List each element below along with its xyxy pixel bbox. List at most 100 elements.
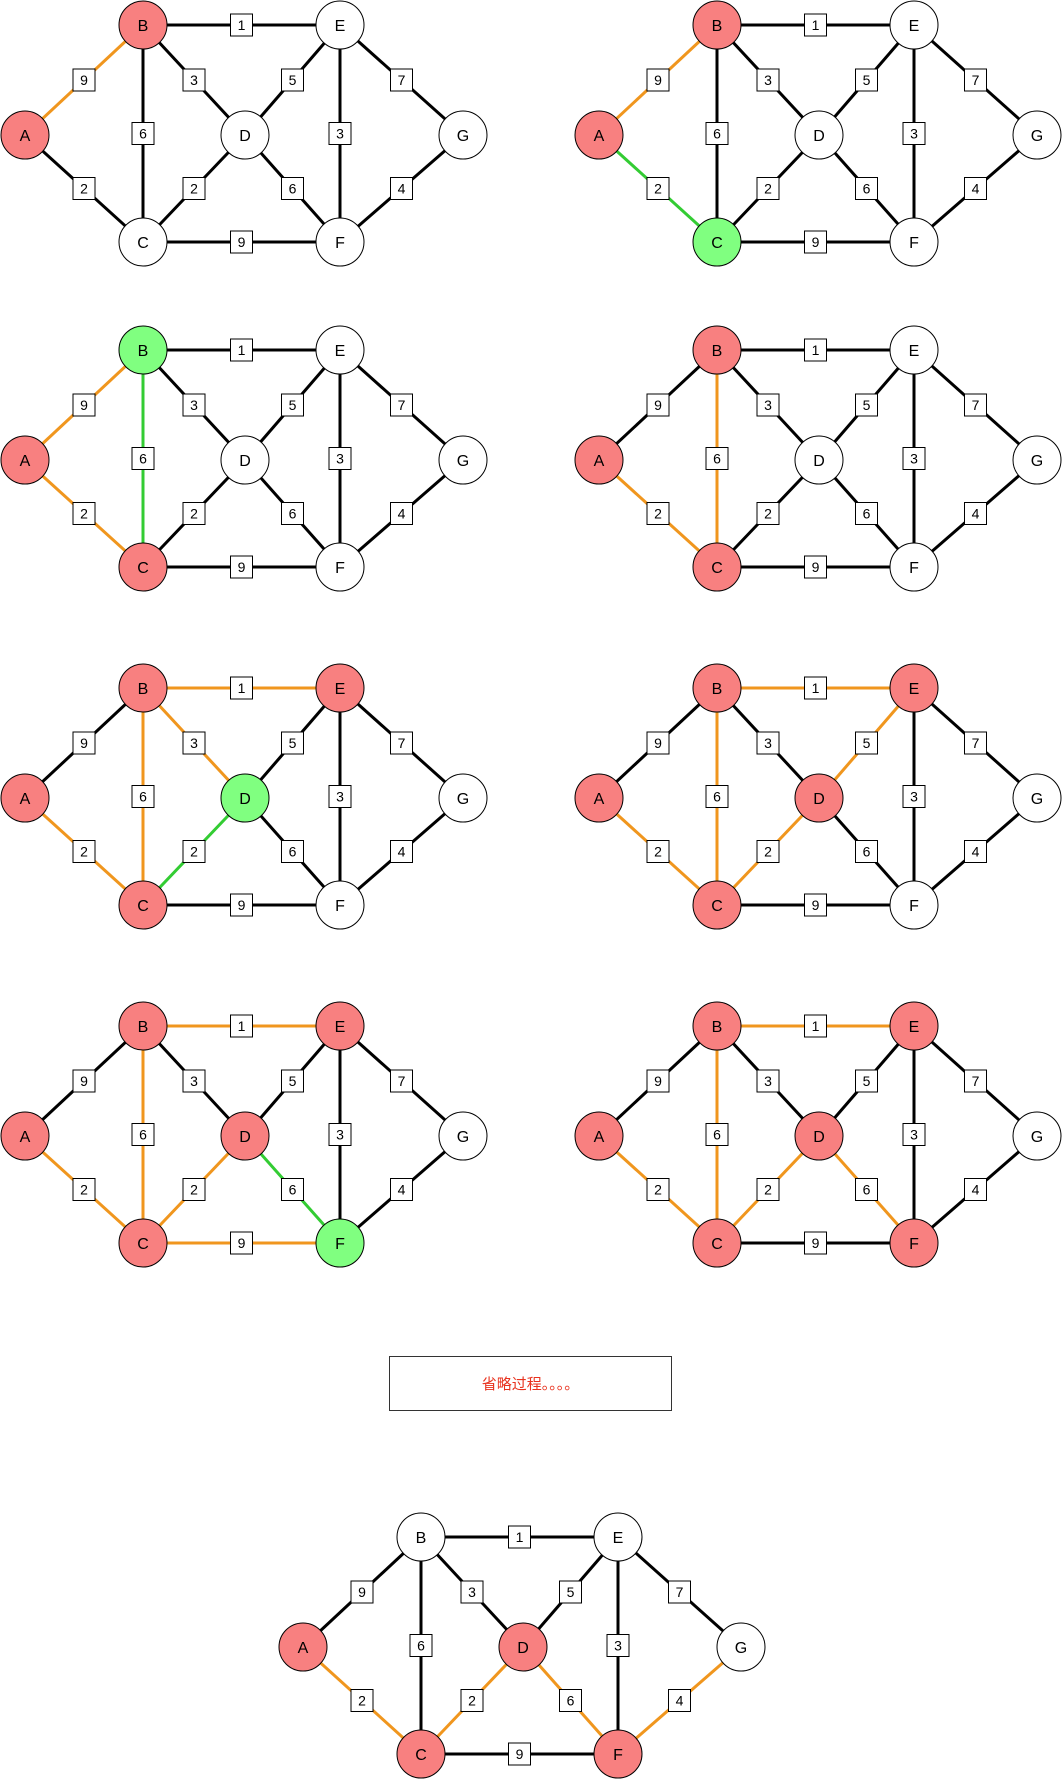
weight-label-A-C: 2 bbox=[646, 840, 670, 863]
node-C: C bbox=[118, 1218, 168, 1268]
svg-text:G: G bbox=[457, 791, 469, 808]
svg-text:A: A bbox=[298, 1640, 309, 1657]
weight-label-A-B: 9 bbox=[72, 1069, 96, 1093]
svg-text:A: A bbox=[20, 453, 31, 470]
svg-text:F: F bbox=[335, 235, 345, 252]
svg-text:3: 3 bbox=[336, 1127, 344, 1143]
weight-label-C-F: 9 bbox=[804, 230, 827, 254]
node-A: A bbox=[278, 1622, 328, 1672]
svg-text:D: D bbox=[813, 791, 825, 808]
svg-text:2: 2 bbox=[654, 844, 662, 860]
weight-label-D-E: 5 bbox=[281, 68, 304, 92]
svg-text:A: A bbox=[594, 453, 605, 470]
svg-text:C: C bbox=[711, 560, 723, 577]
weight-label-B-D: 3 bbox=[756, 393, 780, 417]
svg-text:1: 1 bbox=[238, 17, 246, 33]
svg-text:E: E bbox=[909, 681, 920, 698]
svg-text:G: G bbox=[1031, 791, 1043, 808]
svg-text:C: C bbox=[137, 560, 149, 577]
svg-text:1: 1 bbox=[812, 1018, 820, 1034]
node-A: A bbox=[574, 1111, 624, 1161]
node-G: G bbox=[1012, 435, 1062, 485]
weight-label-F-G: 4 bbox=[390, 177, 413, 200]
svg-text:A: A bbox=[20, 791, 31, 808]
weight-label-A-B: 9 bbox=[646, 68, 670, 92]
node-B: B bbox=[118, 1001, 168, 1051]
svg-text:4: 4 bbox=[398, 181, 406, 197]
svg-text:7: 7 bbox=[398, 397, 406, 413]
svg-text:3: 3 bbox=[190, 735, 198, 751]
weight-label-F-G: 4 bbox=[964, 177, 987, 200]
weight-label-E-G: 7 bbox=[390, 1069, 413, 1093]
svg-text:2: 2 bbox=[654, 181, 662, 197]
weight-label-B-E: 1 bbox=[230, 338, 253, 362]
svg-text:D: D bbox=[239, 791, 251, 808]
svg-text:7: 7 bbox=[398, 735, 406, 751]
weight-label-D-E: 5 bbox=[281, 731, 304, 755]
svg-text:9: 9 bbox=[654, 397, 662, 413]
svg-text:6: 6 bbox=[139, 126, 147, 142]
weight-label-B-C: 6 bbox=[705, 122, 729, 145]
svg-text:4: 4 bbox=[398, 506, 406, 522]
weight-label-B-C: 6 bbox=[131, 785, 155, 808]
weight-label-E-F: 3 bbox=[328, 1123, 352, 1146]
svg-text:2: 2 bbox=[358, 1693, 366, 1709]
weight-label-A-B: 9 bbox=[646, 1069, 670, 1093]
weight-label-C-F: 9 bbox=[804, 893, 827, 917]
svg-text:6: 6 bbox=[289, 1182, 297, 1198]
svg-text:3: 3 bbox=[764, 735, 772, 751]
node-B: B bbox=[118, 325, 168, 375]
node-C: C bbox=[692, 217, 742, 267]
svg-text:2: 2 bbox=[468, 1693, 476, 1709]
node-E: E bbox=[315, 325, 365, 375]
node-E: E bbox=[315, 1001, 365, 1051]
svg-text:5: 5 bbox=[567, 1584, 575, 1600]
node-E: E bbox=[889, 663, 939, 713]
weight-label-A-C: 2 bbox=[72, 502, 96, 525]
svg-text:7: 7 bbox=[972, 72, 980, 88]
svg-text:4: 4 bbox=[972, 181, 980, 197]
svg-text:5: 5 bbox=[863, 397, 871, 413]
weight-label-F-G: 4 bbox=[964, 1178, 987, 1201]
svg-text:2: 2 bbox=[80, 1182, 88, 1198]
weight-label-D-E: 5 bbox=[281, 393, 304, 417]
svg-text:4: 4 bbox=[398, 844, 406, 860]
weight-label-E-F: 3 bbox=[902, 447, 926, 470]
weight-label-E-F: 3 bbox=[328, 785, 352, 808]
weight-label-E-G: 7 bbox=[964, 68, 987, 92]
weight-label-F-G: 4 bbox=[964, 502, 987, 525]
weight-label-A-B: 9 bbox=[72, 731, 96, 755]
svg-text:E: E bbox=[335, 681, 346, 698]
svg-text:E: E bbox=[335, 18, 346, 35]
svg-text:7: 7 bbox=[398, 72, 406, 88]
svg-text:G: G bbox=[457, 453, 469, 470]
node-F: F bbox=[889, 217, 939, 267]
weight-label-B-C: 6 bbox=[131, 447, 155, 470]
node-A: A bbox=[574, 773, 624, 823]
node-D: D bbox=[220, 773, 270, 823]
svg-text:2: 2 bbox=[190, 506, 198, 522]
svg-text:9: 9 bbox=[812, 1235, 820, 1251]
svg-text:9: 9 bbox=[80, 735, 88, 751]
svg-text:B: B bbox=[138, 1019, 149, 1036]
weight-label-D-E: 5 bbox=[559, 1580, 582, 1604]
weight-label-E-G: 7 bbox=[964, 393, 987, 417]
weight-label-A-B: 9 bbox=[646, 731, 670, 755]
svg-text:1: 1 bbox=[238, 342, 246, 358]
node-D: D bbox=[794, 773, 844, 823]
svg-text:D: D bbox=[813, 128, 825, 145]
svg-text:E: E bbox=[909, 343, 920, 360]
svg-text:9: 9 bbox=[654, 72, 662, 88]
svg-text:B: B bbox=[138, 343, 149, 360]
node-A: A bbox=[574, 110, 624, 160]
svg-text:2: 2 bbox=[654, 506, 662, 522]
svg-text:4: 4 bbox=[676, 1693, 684, 1709]
weight-label-B-D: 3 bbox=[182, 1069, 206, 1093]
svg-text:2: 2 bbox=[764, 844, 772, 860]
node-E: E bbox=[889, 1001, 939, 1051]
weight-label-C-F: 9 bbox=[230, 1231, 253, 1255]
